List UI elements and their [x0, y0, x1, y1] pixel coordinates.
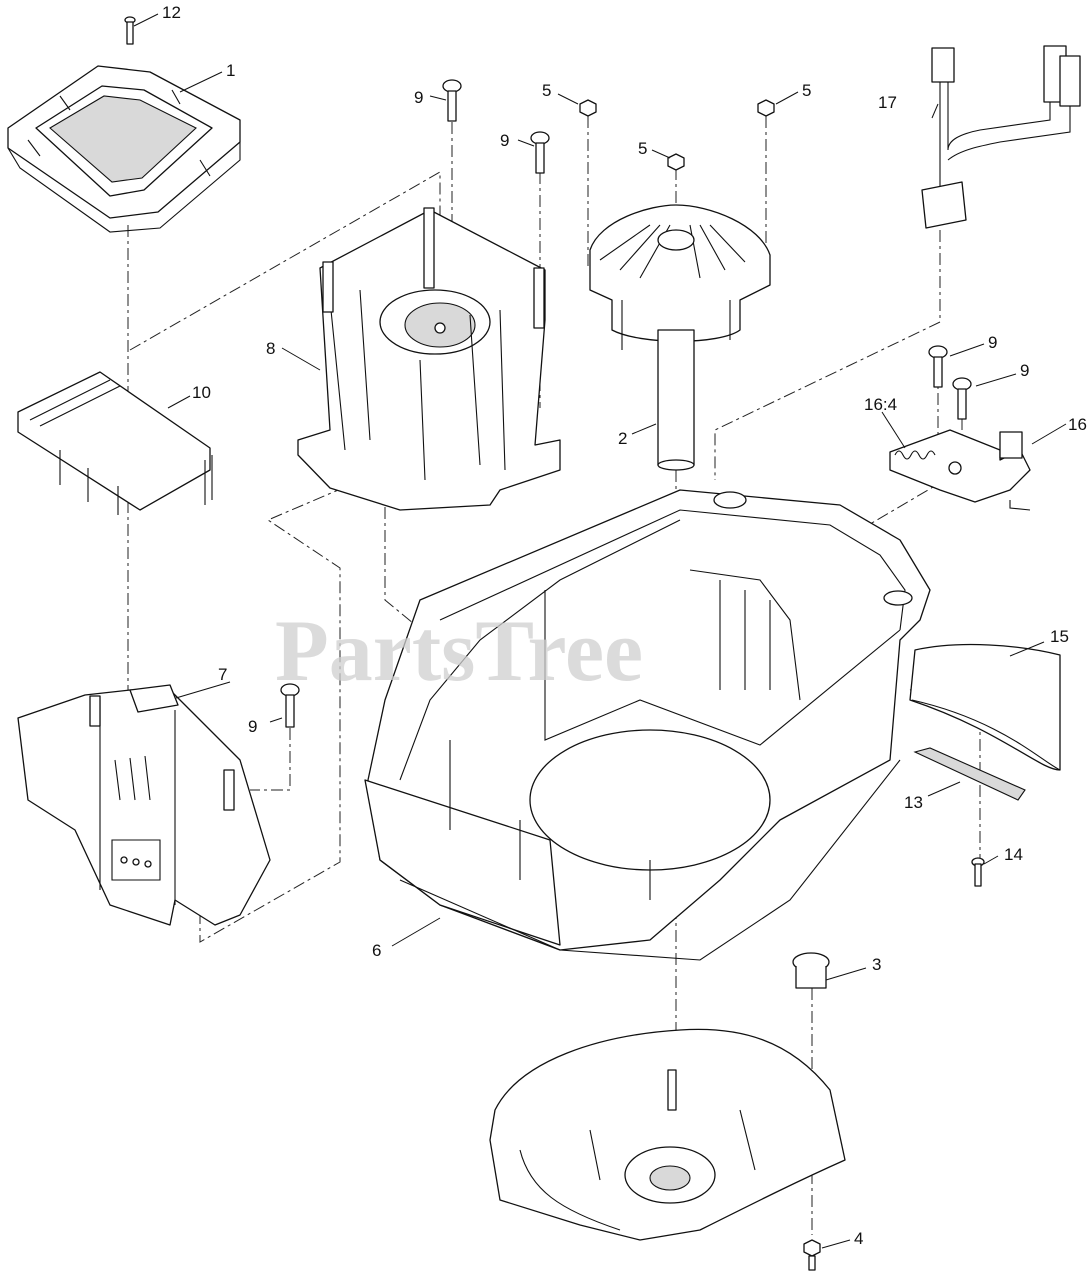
part-12-screw — [124, 16, 136, 45]
callout-15: 15 — [1050, 627, 1069, 646]
callout-7: 7 — [218, 665, 227, 684]
callout-16: 16 — [1068, 415, 1087, 434]
callouts: 12 1 9 9 5 5 5 17 8 10 2 9 9 16:4 16 15 … — [162, 3, 1087, 1248]
part-9-screws — [280, 79, 972, 728]
screw-9d — [952, 377, 972, 420]
callout-2: 2 — [618, 429, 627, 448]
screw-9a — [442, 79, 462, 122]
callout-5-center: 5 — [638, 139, 647, 158]
callout-12: 12 — [162, 3, 181, 22]
part-8-fan-housing — [297, 207, 561, 511]
part-5-nuts — [579, 99, 775, 171]
part-7-control-assembly — [17, 684, 271, 926]
watermark: PartsTree — [275, 603, 643, 700]
callout-5-right: 5 — [802, 81, 811, 100]
callout-3: 3 — [872, 955, 881, 974]
screw-9c — [928, 345, 948, 388]
leader-lines — [133, 13, 1067, 1249]
callout-1: 1 — [226, 61, 235, 80]
callout-4: 4 — [854, 1229, 863, 1248]
callout-10: 10 — [192, 383, 211, 402]
callout-6: 6 — [372, 941, 381, 960]
callout-9-top-middle: 9 — [500, 131, 509, 150]
part-1-frame — [7, 65, 241, 233]
callout-9-right-lower: 9 — [1020, 361, 1029, 380]
callout-14: 14 — [1004, 845, 1023, 864]
screw-9e — [280, 683, 300, 728]
callout-9-left: 9 — [248, 717, 257, 736]
callout-8: 8 — [266, 339, 275, 358]
callout-17: 17 — [878, 93, 897, 112]
callout-9-right-upper: 9 — [988, 333, 997, 352]
part-17-wire-harness — [921, 45, 1081, 229]
part-6-main-housing — [364, 489, 931, 961]
part-13-strip — [913, 747, 1026, 801]
part-10-board — [17, 371, 213, 515]
part-16-4-spring — [894, 450, 936, 460]
part-2-motor — [589, 204, 771, 471]
part-4-bolt — [803, 1239, 821, 1271]
base-plate — [489, 1028, 846, 1241]
part-14-screw — [971, 857, 985, 887]
callout-9-top-left: 9 — [414, 88, 423, 107]
part-15-cover — [909, 643, 1061, 771]
callout-13: 13 — [904, 793, 923, 812]
screw-9b — [530, 131, 550, 174]
callout-16-4: 16:4 — [864, 395, 897, 414]
part-3-knob — [792, 952, 830, 989]
callout-5-left: 5 — [542, 81, 551, 100]
part-16-bracket — [889, 429, 1031, 511]
